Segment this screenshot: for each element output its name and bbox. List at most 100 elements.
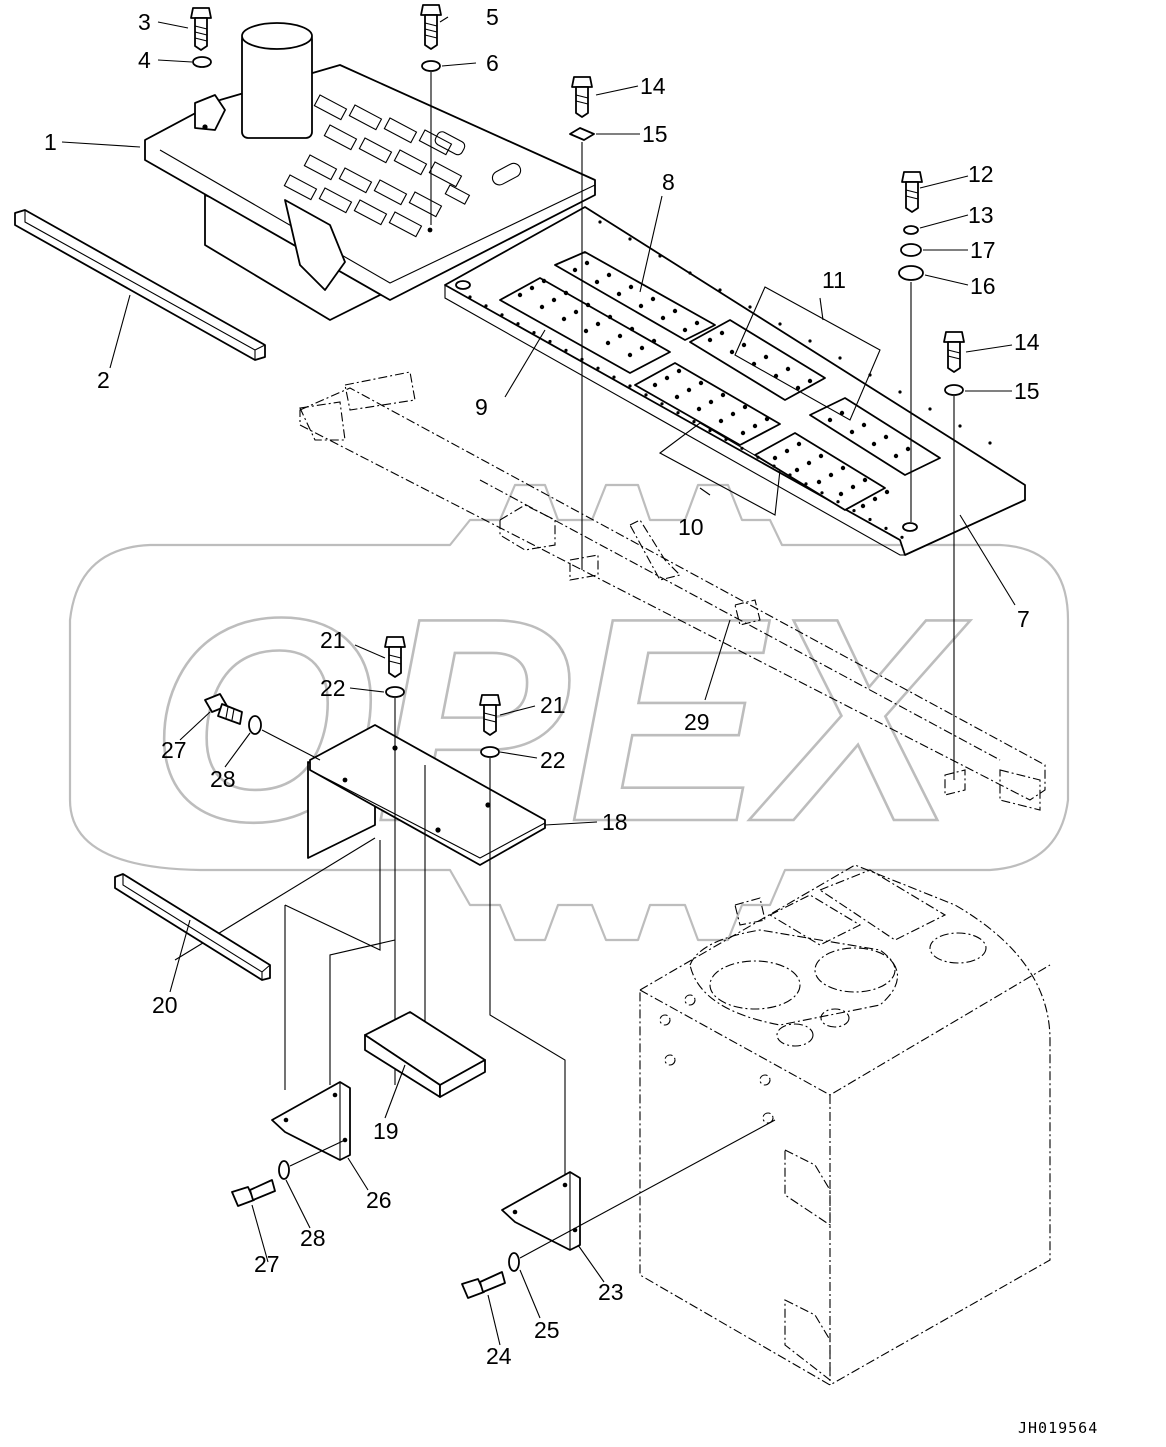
edge-rivet <box>868 517 872 522</box>
part-29-frame-phantom <box>299 371 1046 811</box>
hole <box>672 308 678 314</box>
bolt-12 <box>901 171 923 213</box>
hole <box>584 260 590 266</box>
bolt-24 <box>461 1271 506 1299</box>
drawing-code: JH019564 <box>1018 1419 1098 1437</box>
hole <box>818 453 824 459</box>
hole <box>795 385 801 391</box>
hole <box>627 352 633 358</box>
leader-lines <box>61 16 1016 1346</box>
hole <box>606 272 612 278</box>
hole <box>871 441 877 447</box>
washer-6 <box>421 60 441 72</box>
callout-16: 16 <box>970 273 996 299</box>
hole <box>773 373 779 379</box>
hole <box>796 441 802 447</box>
edge-rivet <box>484 304 488 308</box>
callout-2: 2 <box>97 367 110 393</box>
callout-11: 11 <box>822 267 846 293</box>
edge-rivet <box>516 322 520 326</box>
part-20-seal-strip <box>114 873 271 981</box>
callout-26: 26 <box>366 1187 392 1213</box>
edge-rivet <box>958 424 962 428</box>
hole <box>862 477 868 483</box>
part-9-pad <box>499 277 671 374</box>
washer-4 <box>192 56 212 68</box>
washer-13 <box>903 225 919 235</box>
hole <box>740 430 746 436</box>
hole <box>605 340 611 346</box>
callout-12: 12 <box>968 161 994 187</box>
hole <box>785 366 791 372</box>
hole <box>883 434 889 440</box>
washer-17 <box>900 243 922 257</box>
callout-28-a: 28 <box>210 766 236 792</box>
hole <box>730 411 736 417</box>
bolt-14-b <box>943 331 965 373</box>
callout-21-a: 21 <box>320 627 346 653</box>
hole <box>720 392 726 398</box>
hole <box>764 416 770 422</box>
washer-15-a <box>569 127 595 141</box>
callout-17: 17 <box>970 237 996 263</box>
hole <box>652 382 658 388</box>
hole <box>595 321 601 327</box>
callout-25: 25 <box>534 1317 560 1343</box>
perforation-holes <box>468 220 992 539</box>
edge-rivet <box>628 237 632 241</box>
callout-22-a: 22 <box>320 675 346 701</box>
edge-rivet <box>628 384 632 388</box>
hole <box>839 410 845 416</box>
callout-19: 19 <box>373 1118 399 1144</box>
callout-14-b: 14 <box>1014 329 1040 355</box>
hole <box>707 337 713 343</box>
hole <box>741 342 747 348</box>
callout-18: 18 <box>602 809 628 835</box>
edge-rivet <box>928 407 932 411</box>
edge-rivet <box>644 393 648 397</box>
hole <box>763 354 769 360</box>
hole <box>650 296 656 302</box>
part-19-block <box>364 1011 486 1098</box>
part-11-label-plate <box>689 286 941 476</box>
callout-20: 20 <box>152 992 178 1018</box>
bolt-21-a <box>384 636 406 678</box>
bolt-14-a <box>571 76 593 118</box>
hole <box>629 326 635 332</box>
callout-10: 10 <box>678 514 704 540</box>
bolt-5 <box>420 4 442 50</box>
callout-8: 8 <box>662 169 675 195</box>
edge-rivet <box>708 428 712 433</box>
edge-rivet <box>988 441 992 445</box>
part-2-seal-strip <box>14 209 266 361</box>
hole <box>628 284 634 290</box>
part-23-bracket <box>501 1171 581 1251</box>
hole <box>674 394 680 400</box>
hole <box>794 467 800 473</box>
callout-22-b: 22 <box>540 747 566 773</box>
callout-24: 24 <box>486 1343 512 1369</box>
hole <box>541 278 547 284</box>
hole <box>572 267 578 273</box>
edge-rivet <box>564 348 568 352</box>
hole <box>639 345 645 351</box>
hole <box>529 285 535 291</box>
washer-22-b <box>480 746 500 758</box>
edge-rivet <box>688 271 692 275</box>
hole <box>850 484 856 490</box>
hole <box>539 304 545 310</box>
bolt-21-b <box>479 694 501 736</box>
hole <box>752 423 758 429</box>
part-18-bracket <box>307 724 546 866</box>
edge-rivet <box>740 446 744 450</box>
hole <box>872 496 878 502</box>
hole <box>742 404 748 410</box>
hole <box>849 429 855 435</box>
hole <box>664 375 670 381</box>
edge-rivet <box>724 437 728 441</box>
edge-rivet <box>788 473 792 477</box>
hole <box>719 330 725 336</box>
edge-rivet <box>748 305 752 309</box>
hole <box>696 406 702 412</box>
